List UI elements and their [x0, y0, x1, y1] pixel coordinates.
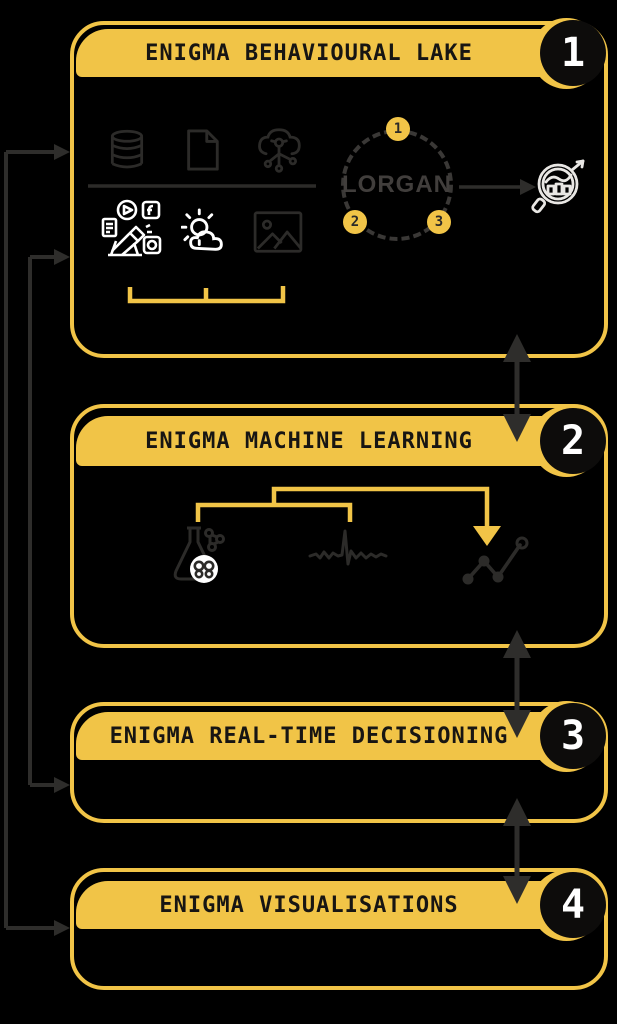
image-icon	[253, 211, 303, 253]
lorgan-badge-3: 3	[427, 210, 451, 234]
box1-number: 1	[560, 30, 586, 76]
box4-number: 4	[560, 882, 586, 928]
box-real-time-decisioning	[70, 702, 608, 823]
magnifier-chart-icon	[531, 159, 585, 214]
lorgan-badge-1: 1	[386, 117, 410, 141]
lorgan-badge-1-text: 1	[393, 121, 403, 137]
box3-title: ENIGMA REAL-TIME DECISIONING	[109, 724, 509, 749]
lorgan-badge-3-text: 3	[434, 214, 444, 230]
scatter-chart-icon	[462, 536, 529, 585]
feedback-inner-top-arrowhead	[54, 249, 70, 265]
box4-title: ENIGMA VISUALISATIONS	[159, 893, 459, 918]
box3-number: 3	[560, 713, 586, 759]
feedback-loop-inner	[28, 255, 55, 787]
lorgan-badge-2: 2	[343, 210, 367, 234]
box1-header-band	[76, 29, 542, 77]
social-media-icon	[101, 199, 162, 257]
pulse-icon	[308, 529, 388, 566]
lorgan-badge-2-text: 2	[350, 214, 360, 230]
box1-title: ENIGMA BEHAVIOURAL LAKE	[145, 41, 473, 66]
feedback-outer-bottom-arrowhead	[54, 920, 70, 936]
box2-title: ENIGMA MACHINE LEARNING	[145, 429, 473, 454]
feedback-outer-top-arrowhead	[54, 144, 70, 160]
database-icon	[110, 129, 144, 169]
box4-header-band	[76, 881, 542, 929]
box2-number: 2	[560, 418, 586, 464]
box2-header-band	[76, 416, 542, 466]
weather-icon	[181, 208, 223, 251]
document-icon	[187, 129, 219, 171]
box3-header-band	[76, 712, 542, 760]
flask-icon	[173, 526, 225, 583]
box1-number-badge: 1	[540, 20, 606, 86]
feedback-loop-outer	[4, 150, 55, 930]
box-behavioural-lake	[70, 21, 608, 358]
box2-number-badge: 2	[540, 408, 606, 474]
box3-number-badge: 3	[540, 703, 606, 769]
box4-number-badge: 4	[540, 872, 606, 938]
box-visualisations	[70, 868, 608, 990]
box-machine-learning	[70, 404, 608, 648]
lorgan-label: LORGAN	[342, 171, 452, 198]
feedback-inner-bottom-arrowhead	[54, 777, 70, 793]
cloud-network-icon	[258, 128, 301, 173]
